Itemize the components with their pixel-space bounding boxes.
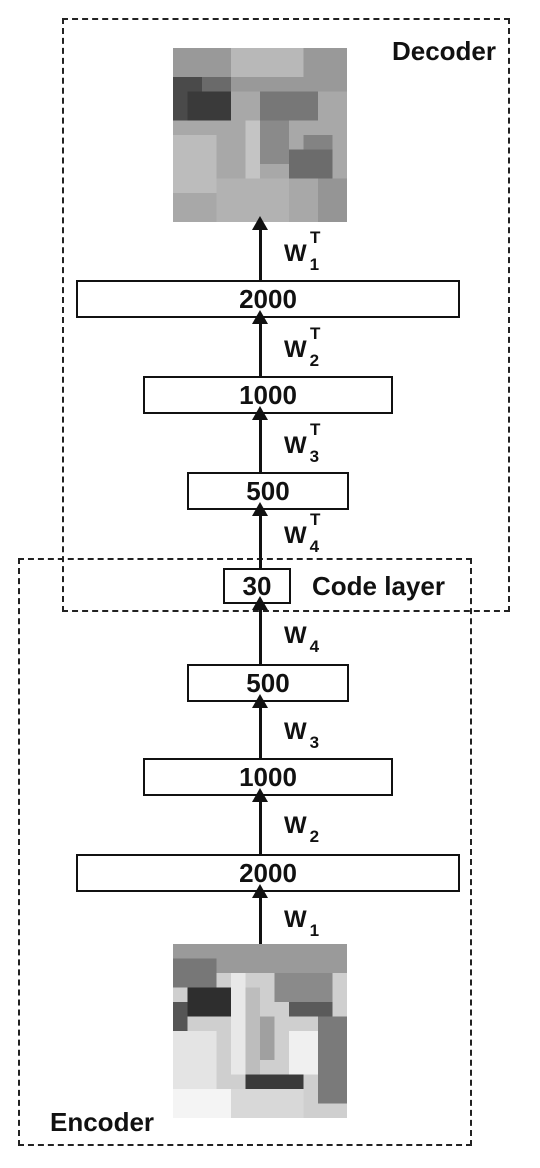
- decoder-layer-1000: 1000: [143, 376, 393, 414]
- arrow-w1: [252, 884, 268, 944]
- arrow-w4: [252, 596, 268, 664]
- output-face-image: [173, 48, 347, 222]
- encoder-layer-500: 500: [187, 664, 349, 702]
- encoder-label: Encoder: [50, 1107, 155, 1137]
- arrow-w2: [252, 788, 268, 854]
- arrow-w2t: [252, 310, 268, 376]
- arrow-w1t: [252, 216, 268, 280]
- code-layer-label: Code layer: [312, 571, 445, 601]
- decoder-region: Decoder: [62, 18, 510, 612]
- decoder-label: Decoder: [391, 36, 496, 66]
- encoder-region: Encoder: [18, 558, 472, 1146]
- arrow-w4t: [252, 502, 268, 568]
- input-face-image: [173, 944, 347, 1118]
- decoder-layer-2000: 2000: [76, 280, 460, 318]
- arrow-w3: [252, 694, 268, 758]
- arrow-w3t: [252, 406, 268, 472]
- decoder-layer-500: 500: [187, 472, 349, 510]
- encoder-layer-1000: 1000: [143, 758, 393, 796]
- encoder-layer-2000: 2000: [76, 854, 460, 892]
